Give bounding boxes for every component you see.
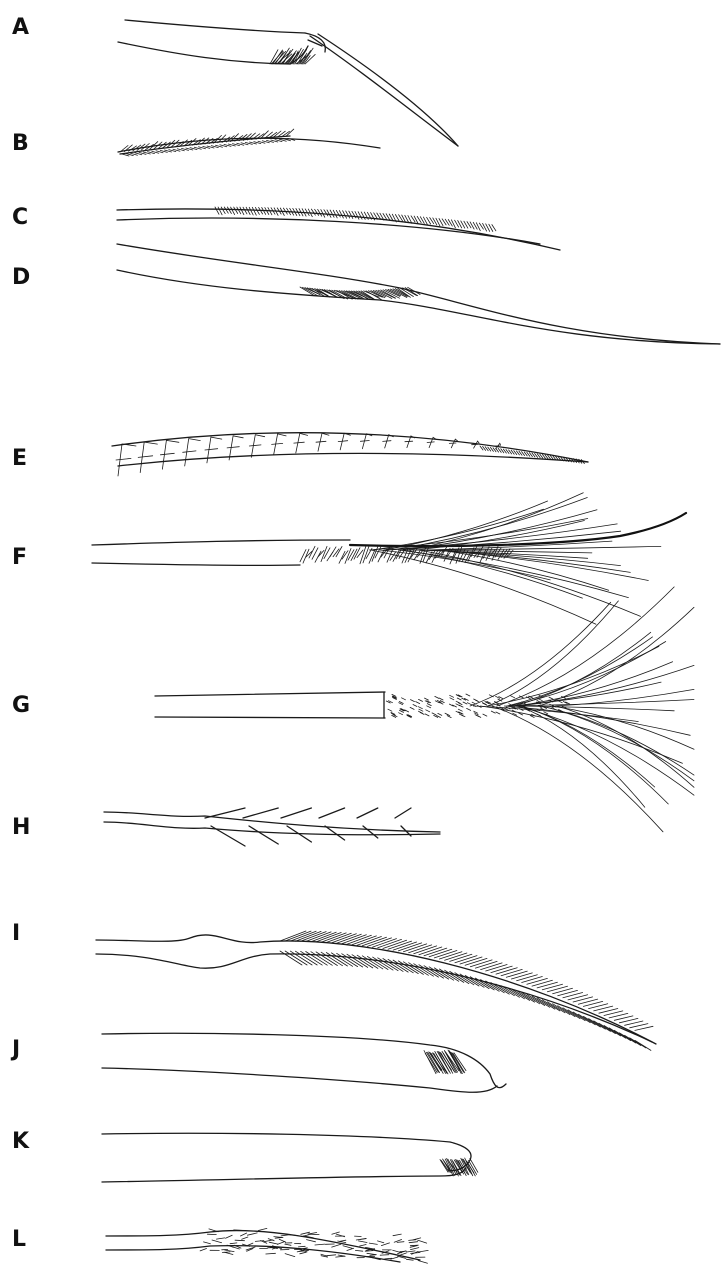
seta-k-drawing — [102, 1133, 478, 1182]
seta-c-drawing — [117, 207, 560, 250]
seta-j-drawing — [102, 1033, 506, 1092]
seta-i-plume — [280, 931, 653, 1050]
panel-label-l: L — [12, 1227, 26, 1252]
panel-label-c: C — [12, 205, 28, 230]
seta-b-drawing — [118, 129, 380, 156]
panel-label-j: J — [10, 1037, 20, 1062]
seta-l-drawing — [106, 1228, 428, 1263]
panel-label-i: I — [12, 921, 20, 946]
seta-j-tuft — [424, 1050, 466, 1074]
panel-label-g: G — [12, 693, 30, 718]
seta-f-drawing — [92, 493, 686, 624]
panel-label-e: E — [12, 446, 27, 471]
seta-b-serrations — [120, 129, 295, 156]
panel-label-d: D — [12, 265, 30, 290]
seta-f-plume — [300, 493, 661, 624]
panel-label-h: H — [12, 815, 30, 840]
seta-e-spines — [116, 433, 584, 476]
seta-k-brush — [440, 1158, 478, 1176]
panel-label-f: F — [12, 545, 27, 570]
seta-g-fan — [386, 587, 694, 832]
seta-c-serrations — [215, 207, 496, 232]
panel-label-k: K — [12, 1129, 30, 1154]
seta-e-drawing — [112, 433, 588, 476]
seta-d-drawing — [117, 244, 720, 344]
panel-label-a: A — [12, 15, 29, 40]
seta-a-drawing — [118, 20, 458, 146]
seta-h-branches — [205, 808, 411, 846]
seta-g-drawing — [155, 587, 694, 832]
seta-d-setules — [300, 287, 420, 300]
seta-a-setules — [270, 48, 315, 64]
panel-label-b: B — [12, 131, 29, 156]
seta-h-drawing — [104, 808, 440, 846]
seta-i-drawing — [96, 931, 656, 1050]
